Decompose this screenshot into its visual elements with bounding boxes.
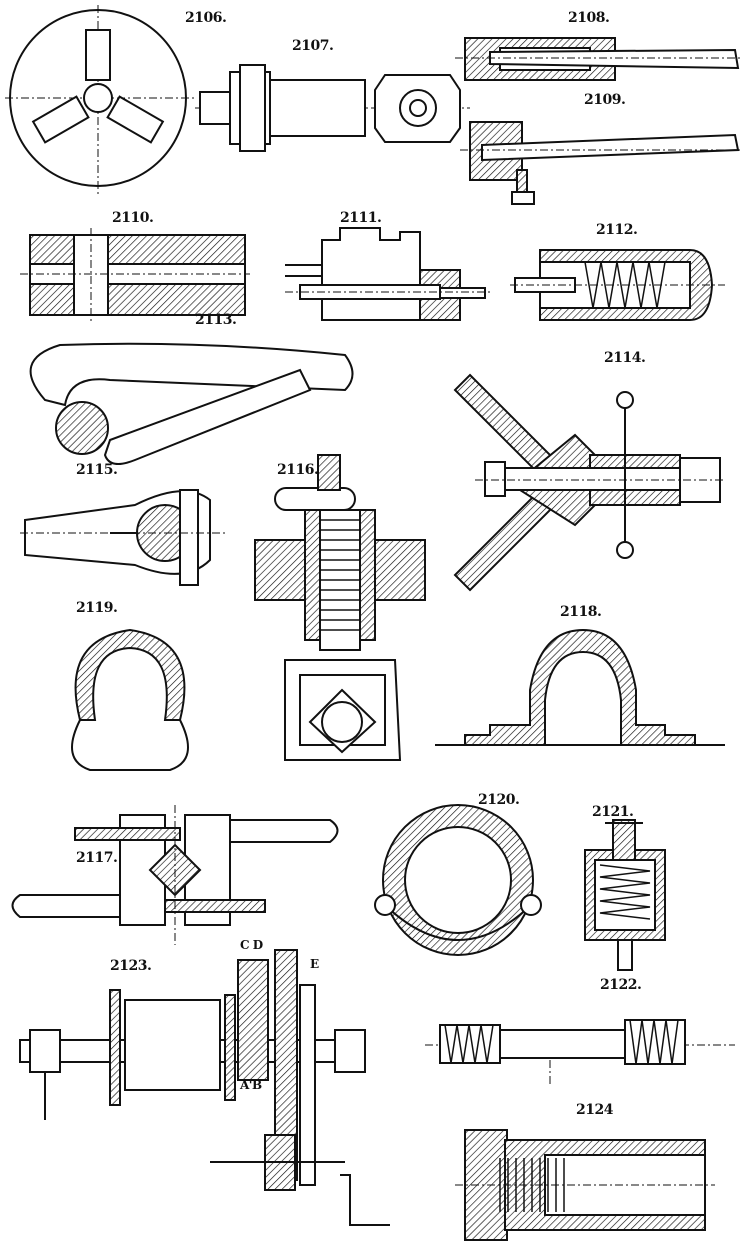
figure-2122 <box>425 1019 735 1085</box>
figure-label-2113: 2113. <box>195 312 237 328</box>
figure-label-2115: 2115. <box>76 462 118 478</box>
figure-label-2124: 2124 <box>576 1102 613 1118</box>
figure-label-2109: 2109. <box>584 92 626 108</box>
figure-label-2120: 2120. <box>478 792 520 808</box>
figure-label-2123: 2123. <box>110 958 152 974</box>
figure-label-2107: 2107. <box>292 38 334 54</box>
figure-2109 <box>460 121 740 205</box>
figure-2123 <box>19 949 390 1226</box>
figure-2110 <box>20 228 250 322</box>
figure-2117 <box>11 805 339 945</box>
figure-label-2108: 2108. <box>568 10 610 26</box>
figure-label-2117: 2117. <box>76 850 118 866</box>
figure-label-2121: 2121. <box>592 804 634 820</box>
figure-2114 <box>453 373 725 592</box>
figure-2113 <box>29 342 354 465</box>
part-label-ab: A'B <box>240 1078 262 1092</box>
part-label-cd: C D <box>240 938 263 952</box>
part-label-e: E <box>310 957 319 971</box>
figure-2120 <box>374 804 542 956</box>
figure-label-2112: 2112. <box>596 222 638 238</box>
figure-2112 <box>510 249 725 321</box>
figure-2108 <box>455 37 740 81</box>
figure-2119 <box>71 628 189 771</box>
figure-label-2106: 2106. <box>185 10 227 26</box>
figure-2118 <box>435 628 725 746</box>
figure-2124 <box>455 1129 715 1241</box>
figure-label-2114: 2114. <box>604 350 646 366</box>
figure-label-2119: 2119. <box>76 600 118 616</box>
figure-label-2116: 2116. <box>277 462 319 478</box>
figure-2111 <box>285 227 490 321</box>
figure-2116 <box>254 454 426 761</box>
figure-2106-chuck <box>5 5 195 195</box>
figure-2115 <box>20 489 225 586</box>
figure-label-2110: 2110. <box>112 210 154 226</box>
figure-label-2111: 2111. <box>340 210 382 226</box>
figure-label-2122: 2122. <box>600 977 642 993</box>
figure-label-2118: 2118. <box>560 604 602 620</box>
figure-2107 <box>195 64 470 152</box>
figure-2121 <box>584 819 666 971</box>
